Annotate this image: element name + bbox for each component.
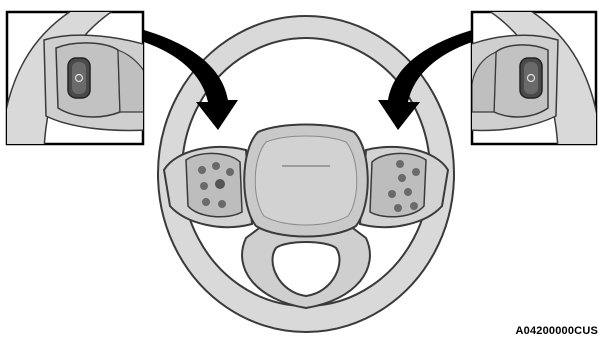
- left-pod-button: [215, 179, 225, 189]
- left-pod-button: [200, 182, 208, 190]
- left-pod-button: [202, 198, 210, 206]
- right-pod-button: [398, 174, 406, 182]
- figure-reference-code: A04200000CUS: [515, 325, 598, 337]
- left-pod-button: [226, 168, 234, 176]
- left-control-pod: [186, 153, 242, 216]
- right-pod-button: [394, 204, 402, 212]
- airbag-hub-inner: [255, 136, 357, 225]
- left-pod-button: [198, 166, 206, 174]
- right-pod-button: [404, 188, 412, 196]
- right-pod-button: [410, 202, 418, 210]
- left-detail-inset: [0, 0, 150, 150]
- right-control-pod: [370, 153, 426, 216]
- right-detail-inset: [466, 0, 602, 150]
- left-pod-button: [218, 200, 226, 208]
- right-pod-button: [412, 168, 420, 176]
- right-pod-button: [396, 160, 404, 168]
- right-pod-button: [388, 190, 396, 198]
- left-pod-button: [212, 162, 220, 170]
